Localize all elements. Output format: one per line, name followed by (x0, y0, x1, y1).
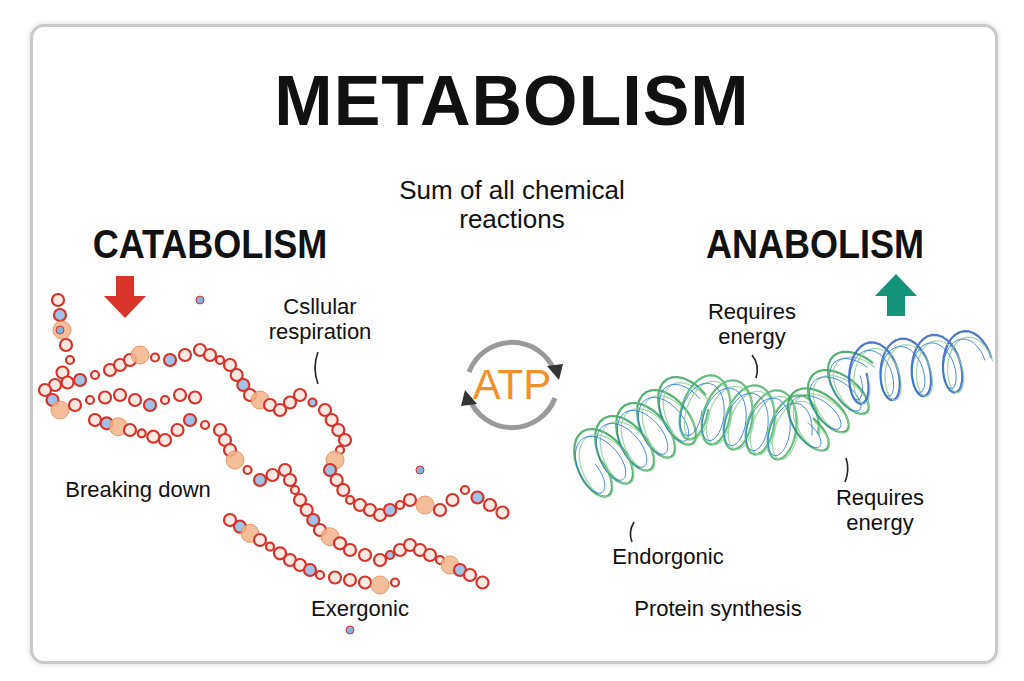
helix-strand (849, 331, 991, 404)
bead (344, 544, 356, 556)
bead (339, 434, 351, 446)
bead (346, 496, 354, 504)
section-heading: CATABOLISM (93, 222, 328, 267)
bead (184, 414, 196, 426)
bead (189, 392, 201, 404)
bead (138, 429, 146, 437)
annotation: Protein synthesis (634, 597, 802, 622)
bead (434, 504, 446, 516)
bead (216, 356, 224, 364)
bead (91, 371, 99, 379)
bead (484, 499, 496, 511)
annotation: Sum of all chemical reactions (382, 176, 642, 234)
bead (74, 374, 86, 386)
bead (66, 356, 74, 364)
bead (174, 389, 186, 401)
bead (447, 494, 459, 506)
bead (114, 389, 126, 401)
bead (99, 392, 111, 404)
bead (179, 349, 191, 361)
bead (416, 496, 434, 514)
bead (52, 294, 64, 306)
leader-line (315, 352, 318, 384)
bead (371, 576, 389, 594)
bead (391, 579, 399, 587)
bead (54, 309, 66, 321)
bead (304, 564, 316, 576)
leader-line (630, 522, 634, 542)
bead (384, 504, 396, 516)
protein-beads (39, 294, 509, 634)
bead (172, 424, 184, 436)
bead (359, 577, 371, 589)
bead (254, 474, 266, 486)
bead (374, 554, 386, 566)
helix-strand (790, 359, 868, 448)
bead (129, 394, 141, 406)
bead (254, 534, 266, 546)
up-arrow (875, 274, 917, 316)
bead (51, 401, 69, 419)
bead (161, 396, 169, 404)
bead (284, 474, 296, 486)
bead (266, 543, 274, 551)
bead (204, 349, 216, 361)
bead (329, 572, 341, 584)
atp-text-holder: ATP (447, 320, 577, 450)
bead (291, 486, 299, 494)
bead (147, 431, 159, 443)
bead (472, 492, 484, 504)
title: METABOLISM (274, 62, 749, 140)
helix-strand (849, 339, 985, 400)
bead (464, 569, 476, 581)
bead (159, 434, 171, 446)
annotation: Exergonic (311, 597, 409, 622)
bead (337, 484, 349, 496)
bead (344, 574, 356, 586)
bead (359, 549, 371, 561)
bead (316, 571, 324, 579)
bead (201, 421, 209, 429)
bead (346, 626, 354, 634)
bead (461, 486, 469, 494)
bead (56, 326, 64, 334)
bead (396, 501, 404, 509)
bead (416, 466, 424, 474)
bead (477, 577, 489, 589)
bead (151, 354, 159, 362)
bead (309, 399, 317, 407)
bead (86, 396, 94, 404)
bead (60, 339, 72, 351)
bead (404, 494, 416, 506)
bead (53, 321, 71, 339)
bead (164, 354, 176, 366)
protein-helix (574, 331, 993, 497)
bead (62, 377, 74, 389)
helix-strand (575, 384, 700, 493)
leader-line (752, 355, 757, 378)
atp-cycle: ATP (447, 320, 577, 450)
leader-line (845, 458, 848, 482)
section-heading: ANABOLISM (706, 222, 924, 267)
bead (226, 451, 244, 469)
bead (294, 389, 306, 401)
annotation: Requires energy (825, 486, 935, 535)
annotation: Requires energy (697, 300, 807, 349)
annotation: Endorgonic (612, 545, 723, 570)
bead (89, 414, 101, 426)
annotation: Csllular respiration (250, 295, 390, 344)
annotation: Breaking down (65, 478, 211, 503)
bead (124, 424, 136, 436)
bead (196, 296, 204, 304)
atp-label: ATP (473, 361, 552, 409)
bead (131, 346, 149, 364)
bead (497, 507, 509, 519)
bead (144, 399, 156, 411)
down-arrow (104, 276, 146, 318)
bead (424, 549, 436, 561)
bead (267, 469, 279, 481)
bead (386, 551, 394, 559)
bead (69, 399, 81, 411)
bead (244, 466, 252, 474)
